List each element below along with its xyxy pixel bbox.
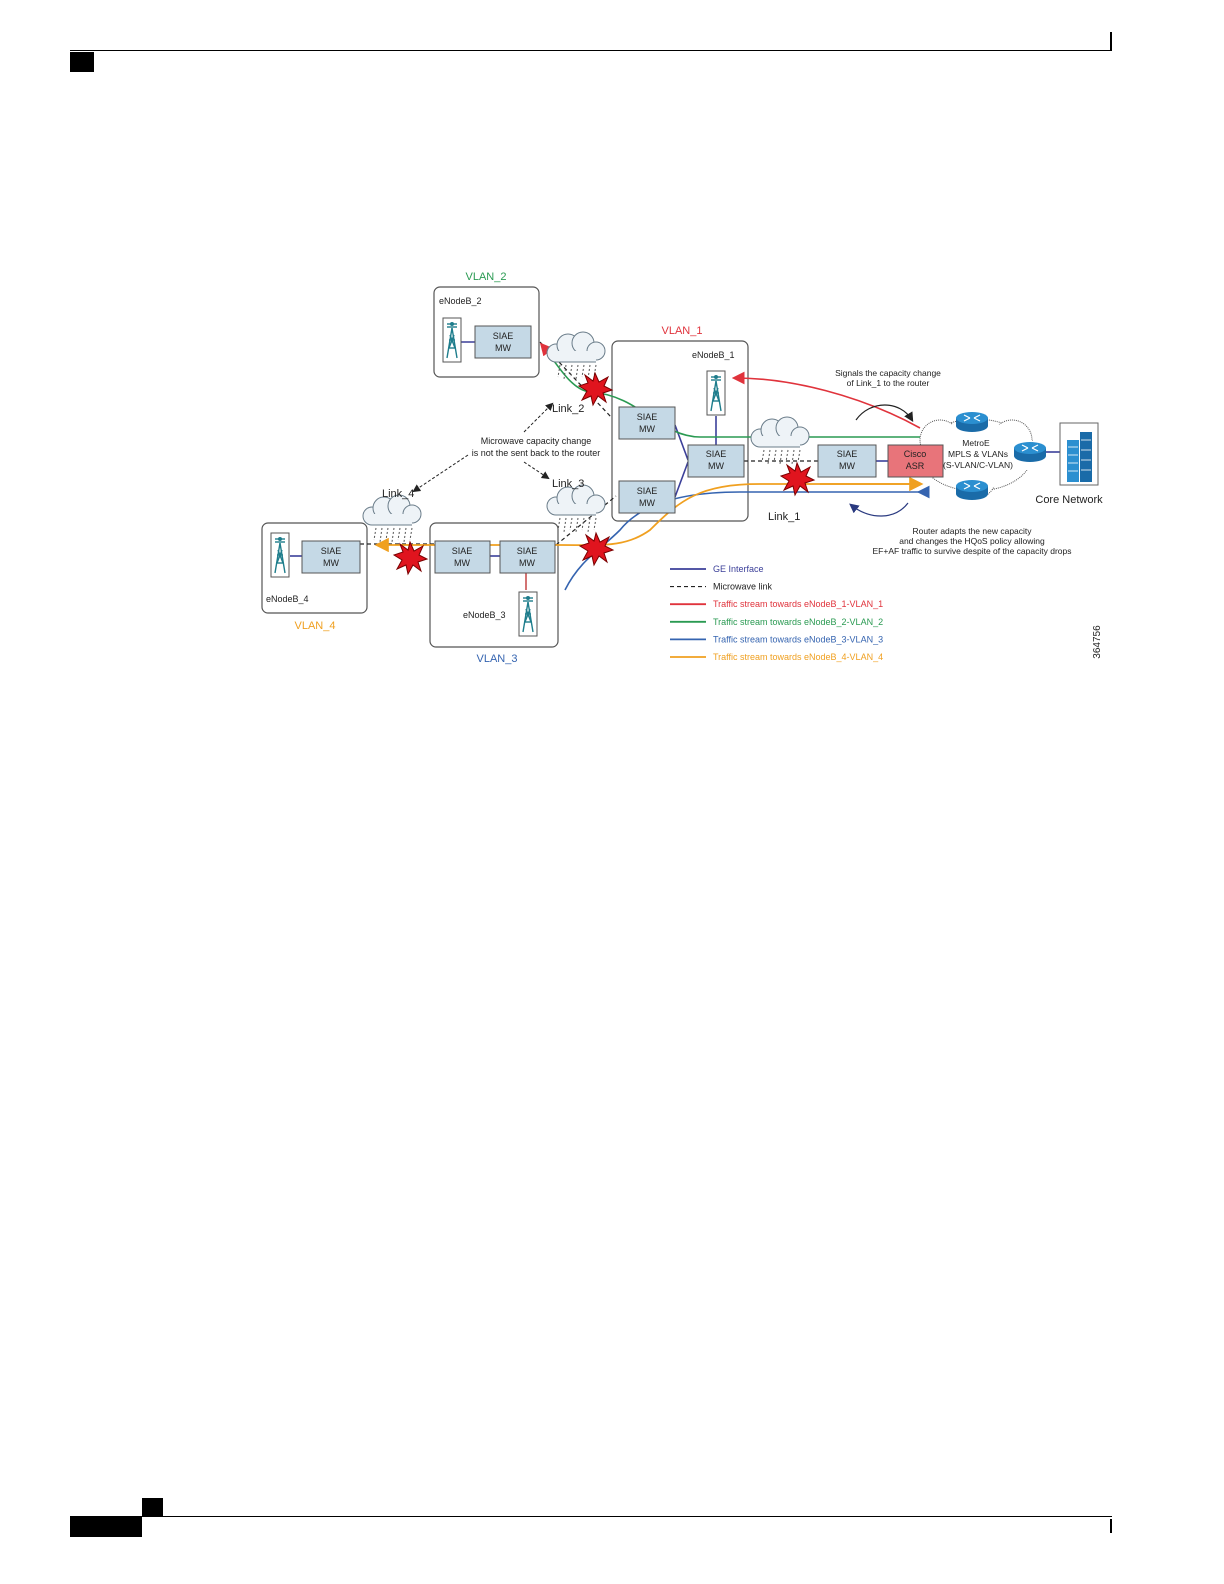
weather-cloud-link2 xyxy=(546,331,606,380)
metro-cloud xyxy=(919,418,1033,499)
legend-item: Traffic stream towards eNodeB_2-VLAN_2 xyxy=(670,617,883,627)
vlan4-label: VLAN_4 xyxy=(295,620,336,632)
router-icon xyxy=(1013,441,1047,463)
siae-mw-box: SIAE MW xyxy=(618,406,676,440)
metro-label: MPLS & VLANs xyxy=(948,449,1008,459)
svg-text:MW: MW xyxy=(519,558,535,568)
svg-text:MW: MW xyxy=(708,461,724,471)
svg-text:SIAE: SIAE xyxy=(321,546,342,556)
router-icon xyxy=(955,479,989,501)
legend-label: Microwave link xyxy=(713,582,773,592)
header-tick xyxy=(1110,32,1112,51)
fade-burst-link1 xyxy=(780,462,815,496)
data-center-icon xyxy=(1059,422,1099,486)
fade-burst-link4 xyxy=(393,541,428,575)
vlan3-box xyxy=(429,522,559,648)
svg-text:MW: MW xyxy=(495,343,511,353)
svg-text:SIAE: SIAE xyxy=(706,449,727,459)
svg-text:MW: MW xyxy=(839,461,855,471)
microwave-note: Microwave capacity change xyxy=(481,436,592,446)
router-note: EF+AF traffic to survive despite of the … xyxy=(873,546,1072,556)
siae-mw-box: SIAE MW xyxy=(687,444,745,478)
header-rule xyxy=(70,50,1112,51)
header-block xyxy=(70,52,94,72)
siae-mw-box: SIAE MW xyxy=(434,540,491,574)
legend-item: Traffic stream towards eNodeB_4-VLAN_4 xyxy=(670,652,883,662)
metro-label: MetroE xyxy=(962,438,990,448)
figure-id: 364756 xyxy=(1092,625,1103,659)
router-icon xyxy=(955,411,989,433)
enodeb2-label: eNodeB_2 xyxy=(439,296,482,306)
legend-label: Traffic stream towards eNodeB_2-VLAN_2 xyxy=(713,617,883,627)
legend-label: GE Interface xyxy=(713,564,764,574)
stream-vlan3 xyxy=(564,485,930,591)
tower-icon xyxy=(270,532,290,578)
vlan2-label: VLAN_2 xyxy=(466,271,507,283)
siae-mw-box: SIAE MW xyxy=(474,325,532,359)
link2-label: Link_2 xyxy=(552,403,584,415)
weather-cloud-link1 xyxy=(750,416,810,465)
enodeb3-label: eNodeB_3 xyxy=(463,610,506,620)
svg-text:SIAE: SIAE xyxy=(493,331,514,341)
tower-icon xyxy=(442,317,462,363)
weather-cloud-link4 xyxy=(362,494,422,543)
footer-block xyxy=(70,1517,142,1537)
svg-text:SIAE: SIAE xyxy=(517,546,538,556)
vlan1-label: VLAN_1 xyxy=(662,325,703,337)
metro-label: (S-VLAN/C-VLAN) xyxy=(943,460,1013,470)
vlan3-label: VLAN_3 xyxy=(477,653,518,665)
legend-item: GE Interface xyxy=(670,564,764,574)
siae-mw-box: SIAE MW xyxy=(499,540,556,574)
legend-label: Traffic stream towards eNodeB_1-VLAN_1 xyxy=(713,599,883,609)
microwave-note: is not the sent back to the router xyxy=(472,448,601,458)
fade-burst-link3 xyxy=(579,532,614,566)
svg-text:MW: MW xyxy=(639,424,655,434)
legend-item: Traffic stream towards eNodeB_3-VLAN_3 xyxy=(670,634,883,644)
stream-vlan1 xyxy=(731,371,921,429)
core-network-label: Core Network xyxy=(1035,494,1103,506)
svg-text:MW: MW xyxy=(639,498,655,508)
siae-mw-box: SIAE MW xyxy=(301,540,361,574)
legend-label: Traffic stream towards eNodeB_3-VLAN_3 xyxy=(713,634,883,644)
svg-text:SIAE: SIAE xyxy=(637,412,658,422)
link1-label: Link_1 xyxy=(768,511,800,523)
enodeb1-label: eNodeB_1 xyxy=(692,350,735,360)
legend-item: Microwave link xyxy=(670,582,773,592)
vlan2-box xyxy=(433,286,540,378)
svg-text:SIAE: SIAE xyxy=(452,546,473,556)
signal-note: Signals the capacity change xyxy=(835,368,941,378)
vlan1-box xyxy=(611,340,749,522)
footer-small-block xyxy=(142,1498,163,1516)
svg-text:ASR: ASR xyxy=(906,461,925,471)
signal-note: of Link_1 to the router xyxy=(847,378,930,388)
tower-icon xyxy=(706,370,726,416)
fade-burst-link2 xyxy=(578,372,613,406)
svg-text:Cisco: Cisco xyxy=(904,449,927,459)
svg-text:SIAE: SIAE xyxy=(837,449,858,459)
svg-text:MW: MW xyxy=(323,558,339,568)
router-note: Router adapts the new capacity xyxy=(912,526,1032,536)
enodeb4-label: eNodeB_4 xyxy=(266,594,309,604)
link4-label: Link_4 xyxy=(382,488,414,500)
router-note: and changes the HQoS policy allowing xyxy=(899,536,1045,546)
link3-label: Link_3 xyxy=(552,478,584,490)
footer-tick xyxy=(1110,1519,1112,1533)
svg-text:SIAE: SIAE xyxy=(637,486,658,496)
footer-rule xyxy=(70,1516,1112,1517)
svg-text:MW: MW xyxy=(454,558,470,568)
legend-item: Traffic stream towards eNodeB_1-VLAN_1 xyxy=(670,599,883,609)
vlan4-box xyxy=(261,522,368,614)
cisco-asr-box: Cisco ASR xyxy=(887,444,944,478)
tower-icon xyxy=(518,591,538,637)
siae-mw-box: SIAE MW xyxy=(618,480,676,514)
legend-label: Traffic stream towards eNodeB_4-VLAN_4 xyxy=(713,652,883,662)
siae-mw-box: SIAE MW xyxy=(817,444,877,478)
